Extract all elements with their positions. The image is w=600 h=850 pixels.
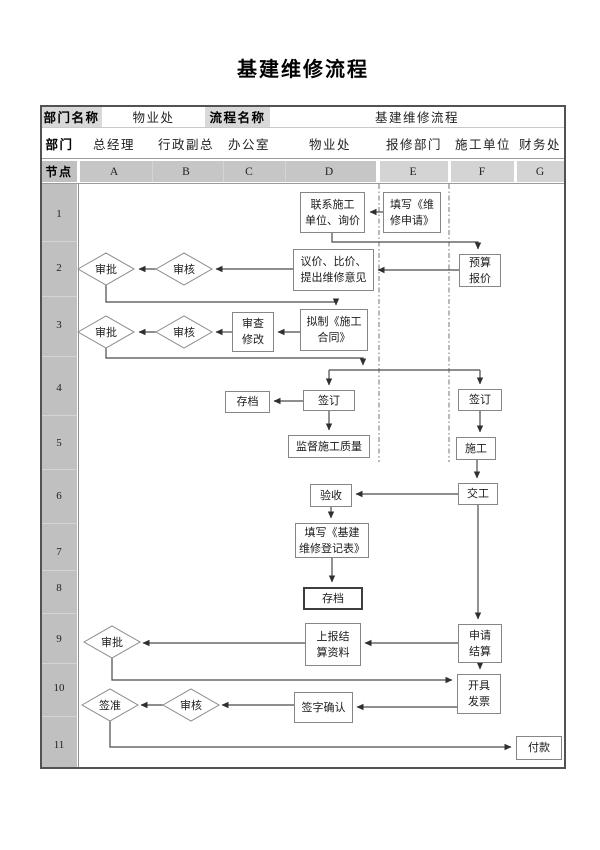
node-approve-row2-label: 审批 <box>95 264 117 276</box>
row-number-2: 2 <box>56 262 62 274</box>
node-archive-registry: 存档 <box>303 587 363 610</box>
band-sep-ab <box>152 161 153 182</box>
row-number-7: 7 <box>56 546 62 558</box>
node-label-cell-bg <box>41 161 77 182</box>
node-sign-contract-d: 签订 <box>303 390 355 411</box>
process-name-label: 流程名称 <box>209 111 266 125</box>
column-header-property-office: 物业处 <box>308 137 351 152</box>
node-payment: 付款 <box>516 736 562 760</box>
node-acceptance-check: 验收 <box>310 484 352 507</box>
node-negotiate-price: 议价、比价、 提出维修意见 <box>293 249 374 291</box>
node-budget-quote: 预算 报价 <box>459 254 501 287</box>
dept-label-cell-bg <box>41 106 102 127</box>
row-number-1: 1 <box>56 208 62 220</box>
row-number-9: 9 <box>56 633 62 645</box>
band-bottom-line <box>41 183 565 184</box>
row-number-4: 4 <box>56 382 62 394</box>
lane-letter-d: D <box>324 165 334 178</box>
lane-letter-e: E <box>409 165 417 178</box>
node-issue-invoice: 开具 发票 <box>457 674 501 714</box>
page-title: 基建维修流程 <box>237 58 369 81</box>
header-divider-1 <box>41 127 565 128</box>
band-e-bg <box>380 161 448 182</box>
column-header-construction-unit: 施工单位 <box>454 137 511 152</box>
header-divider-2 <box>41 158 565 159</box>
node-construction: 施工 <box>456 437 496 460</box>
node-sign-contract-f: 签订 <box>458 389 502 411</box>
column-header-office: 办公室 <box>227 137 270 152</box>
node-apply-settlement: 申请 结算 <box>458 624 502 663</box>
node-review-row10-label: 审核 <box>180 700 202 712</box>
dept-name-value: 物业处 <box>132 111 175 125</box>
node-fill-repair-request: 填写《维 修申请》 <box>383 192 441 233</box>
row-number-column-bg <box>41 184 77 768</box>
node-row-label: 节点 <box>45 165 73 179</box>
band-f-bg <box>451 161 514 182</box>
lane-letter-b: B <box>182 165 190 178</box>
row-number-5: 5 <box>56 437 62 449</box>
node-sign-approve-row10-label: 签准 <box>99 700 121 712</box>
dept-name-label: 部门名称 <box>43 111 100 125</box>
lane-letter-f: F <box>478 165 486 178</box>
node-fill-maintenance-registry: 填写《基建 维修登记表》 <box>295 523 369 558</box>
column-header-dept-label: 部门 <box>45 137 74 152</box>
row-number-3: 3 <box>56 319 62 331</box>
row-number-10: 10 <box>53 682 65 694</box>
band-sep-bc <box>223 161 224 182</box>
column-header-finance: 财务处 <box>518 137 561 152</box>
column-header-admin-vp: 行政副总 <box>157 137 214 152</box>
node-approve-row9-label: 审批 <box>101 637 123 649</box>
process-label-cell-bg <box>205 106 270 127</box>
band-g-bg <box>517 161 564 182</box>
node-approve-row3-label: 审批 <box>95 327 117 339</box>
column-header-repair-dept: 报修部门 <box>385 137 442 152</box>
process-name-value: 基建维修流程 <box>374 111 459 125</box>
band-sep-cd <box>285 161 286 182</box>
row-number-8: 8 <box>56 582 62 594</box>
lane-letter-a: A <box>109 165 119 178</box>
node-sign-confirm: 签字确认 <box>294 692 353 723</box>
node-review-row2-label: 审核 <box>173 264 195 276</box>
node-handover: 交工 <box>458 483 498 505</box>
row-number-11: 11 <box>53 739 65 751</box>
row-number-column-border <box>78 184 79 768</box>
node-contact-builder: 联系施工 单位、询价 <box>300 192 365 233</box>
row-number-6: 6 <box>56 490 62 502</box>
column-header-general-manager: 总经理 <box>92 137 135 152</box>
lane-letter-c: C <box>245 165 253 178</box>
node-archive-contract: 存档 <box>225 391 270 413</box>
node-draft-contract: 拟制《施工 合同》 <box>300 309 368 351</box>
table-outer-border <box>40 105 566 769</box>
node-supervise-quality: 监督施工质量 <box>288 435 370 458</box>
node-review-modify: 审查 修改 <box>232 312 274 352</box>
node-submit-settlement-docs: 上报结 算资料 <box>305 623 361 666</box>
lane-letter-g: G <box>535 165 545 178</box>
band-a-d-bg <box>80 161 376 182</box>
node-review-row3-label: 审核 <box>173 327 195 339</box>
